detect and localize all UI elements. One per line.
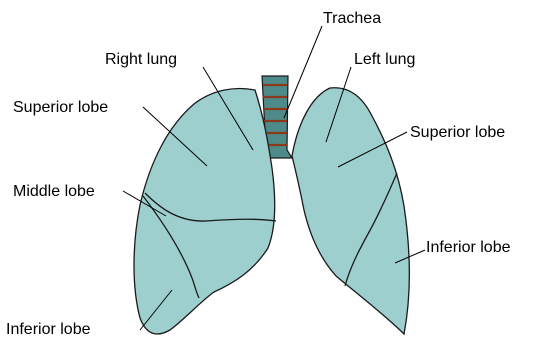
label-left-lung: Left lung [354, 51, 415, 68]
label-right-middle-lobe: Middle lobe [13, 183, 95, 200]
label-trachea: Trachea [323, 10, 381, 27]
left-lung-shape [292, 88, 409, 334]
label-left-inferior-lobe: Inferior lobe [426, 239, 511, 256]
label-right-lung: Right lung [105, 51, 177, 68]
label-right-inferior-lobe: Inferior lobe [6, 321, 91, 338]
left-lung [292, 88, 409, 334]
right-lung [134, 89, 276, 334]
label-left-superior-lobe: Superior lobe [410, 124, 505, 141]
label-right-superior-lobe: Superior lobe [13, 99, 108, 116]
